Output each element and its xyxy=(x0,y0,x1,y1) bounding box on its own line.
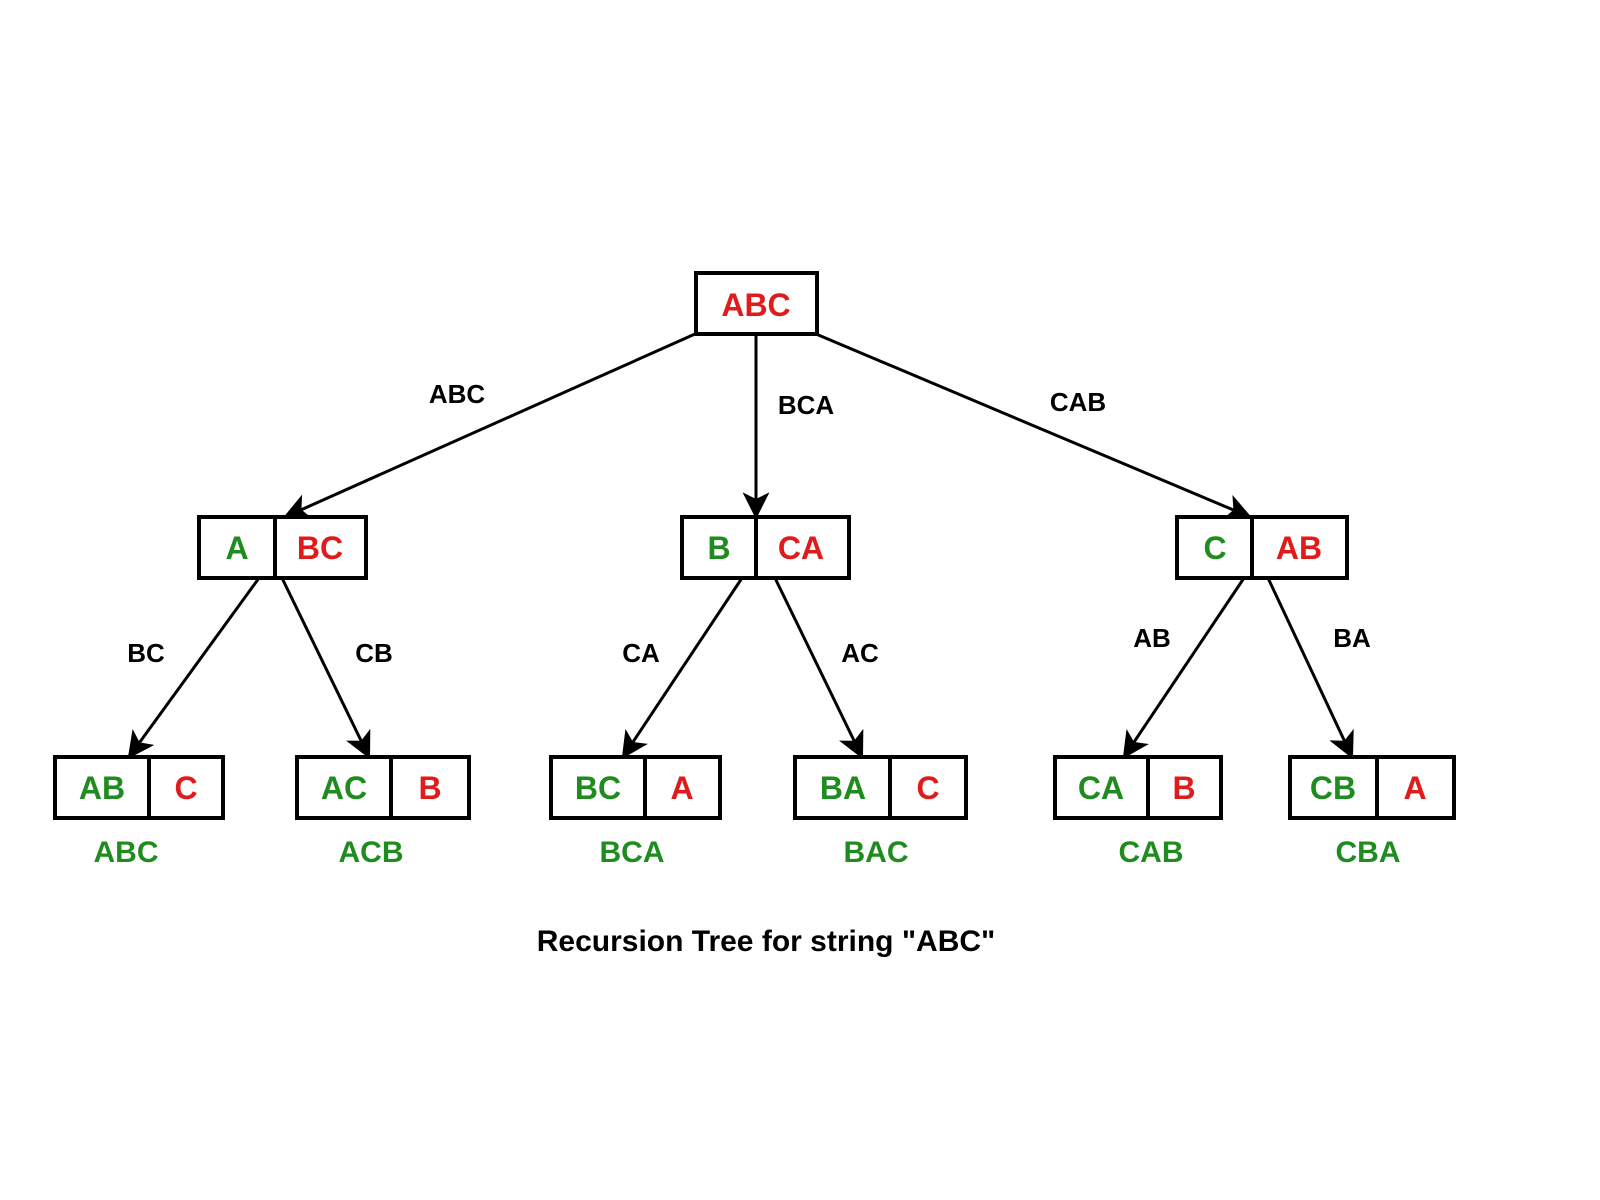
edge-label-bc: BC xyxy=(127,638,165,668)
diagram-caption: Recursion Tree for string "ABC" xyxy=(537,925,996,958)
result-abc: ABC xyxy=(94,836,159,869)
node-ab-c-fixed: AB xyxy=(79,770,125,806)
node-b-ca: B CA xyxy=(680,515,851,580)
node-a-bc-box xyxy=(197,515,368,580)
node-ac-b: AC B xyxy=(295,755,471,820)
node-ba-c-box xyxy=(793,755,968,820)
node-bc-a-fixed: BC xyxy=(575,770,621,806)
node-bc-a-box xyxy=(549,755,722,820)
edge-b-to-bc xyxy=(621,577,744,759)
node-a-bc-fixed: A xyxy=(225,530,248,566)
node-ba-c-remaining: C xyxy=(916,770,939,806)
root-node: ABC xyxy=(694,271,819,336)
edge-label-abc: ABC xyxy=(429,379,486,409)
edge-label-cab: CAB xyxy=(1050,387,1106,417)
node-bc-a-remaining: A xyxy=(670,770,693,806)
edge-label-cb: CB xyxy=(355,638,393,668)
node-ca-b-fixed: CA xyxy=(1078,770,1124,806)
edge-b-to-ba xyxy=(773,577,864,760)
edge-c-to-cb xyxy=(1266,577,1354,760)
node-cb-a-fixed: CB xyxy=(1310,770,1356,806)
node-b-ca-box xyxy=(680,515,851,580)
result-acb: ACB xyxy=(339,836,404,869)
edge-label-ba: BA xyxy=(1333,623,1371,653)
result-bca: BCA xyxy=(600,836,665,869)
node-b-ca-remaining: CA xyxy=(778,530,824,566)
node-ac-b-remaining: B xyxy=(418,770,441,806)
node-bc-a: BC A xyxy=(549,755,722,820)
edge-label-ab: AB xyxy=(1133,623,1171,653)
tree-edges xyxy=(127,332,1354,760)
edge-label-ac: AC xyxy=(841,638,879,668)
node-cb-a-box xyxy=(1288,755,1456,820)
edge-label-ca: CA xyxy=(622,638,660,668)
node-a-bc-remaining: BC xyxy=(297,530,343,566)
node-ca-b: CA B xyxy=(1053,755,1223,820)
edge-c-to-ca xyxy=(1122,577,1246,759)
node-ba-c-fixed: BA xyxy=(820,770,866,806)
node-ac-b-fixed: AC xyxy=(321,770,367,806)
node-c-ab: C AB xyxy=(1175,515,1349,580)
node-ab-c-box xyxy=(53,755,225,820)
node-ba-c: BA C xyxy=(793,755,968,820)
result-cba: CBA xyxy=(1336,836,1401,869)
edge-root-to-node-a xyxy=(282,332,696,520)
node-b-ca-fixed: B xyxy=(707,530,730,566)
node-a-bc: A BC xyxy=(197,515,368,580)
node-ac-b-box xyxy=(295,755,471,820)
node-cb-a-remaining: A xyxy=(1403,770,1426,806)
node-c-ab-fixed: C xyxy=(1203,530,1226,566)
node-ca-b-box xyxy=(1053,755,1223,820)
result-cab: CAB xyxy=(1119,836,1184,869)
edge-labels: ABC BCA CAB BC CB CA AC AB BA xyxy=(127,379,1371,668)
result-bac: BAC xyxy=(844,836,909,869)
edge-a-to-ab xyxy=(127,577,261,759)
root-node-box xyxy=(694,271,819,336)
node-c-ab-remaining: AB xyxy=(1276,530,1322,566)
node-c-ab-box xyxy=(1175,515,1349,580)
edge-root-to-node-c xyxy=(815,332,1253,520)
node-cb-a: CB A xyxy=(1288,755,1456,820)
node-ab-c: AB C xyxy=(53,755,225,820)
edge-label-bca: BCA xyxy=(778,390,835,420)
result-permutations: ABC ACB BCA BAC CAB CBA xyxy=(94,836,1401,869)
node-ab-c-remaining: C xyxy=(174,770,197,806)
edge-a-to-ac xyxy=(280,577,371,760)
node-ca-b-remaining: B xyxy=(1172,770,1195,806)
root-node-text: ABC xyxy=(721,287,790,323)
